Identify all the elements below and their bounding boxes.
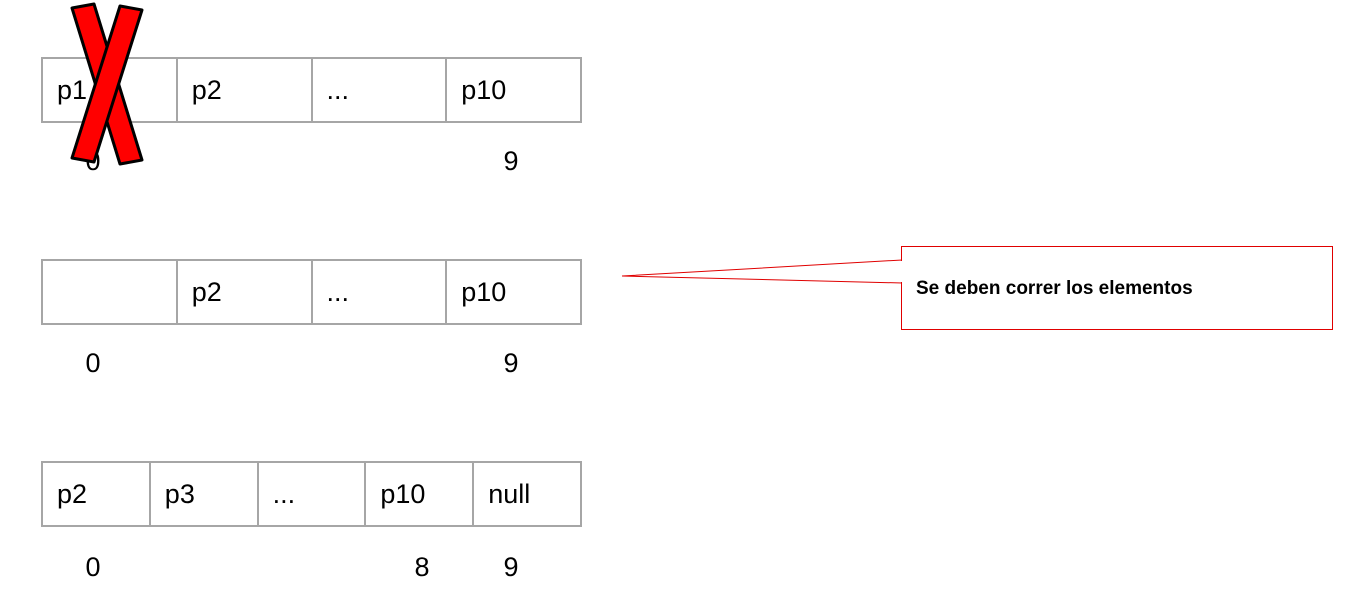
array-cell: p2 — [43, 463, 151, 525]
array-index: 0 — [85, 348, 101, 378]
array-cell: p10 — [366, 463, 475, 525]
delete-cross-icon — [70, 2, 144, 166]
array-cell: ... — [259, 463, 367, 525]
array-cell: p1 — [43, 59, 178, 121]
array-cell: p10 — [461, 277, 507, 307]
array-row-3: p2 p3 ... p10 null — [41, 461, 582, 527]
array-cell: p10 — [461, 75, 507, 105]
array-cell: p2 — [178, 261, 313, 323]
array-index: 9 — [503, 348, 519, 378]
array-cell: null — [488, 479, 531, 509]
array-cell: p2 — [178, 59, 313, 121]
callout-text: Se deben correr los elementos — [916, 278, 1193, 299]
callout-box: Se deben correr los elementos — [901, 246, 1333, 330]
array-cell: p3 — [151, 463, 259, 525]
array-cell: ... — [313, 261, 448, 323]
array-index: 9 — [503, 552, 519, 582]
array-index: 8 — [414, 552, 430, 582]
array-index: 9 — [503, 146, 519, 176]
array-row-2: p2 ... p10 — [41, 259, 582, 325]
array-index: 0 — [85, 552, 101, 582]
callout-seam — [901, 261, 903, 282]
array-cell: ... — [313, 59, 448, 121]
array-row-1: p1 p2 ... p10 — [41, 57, 582, 123]
array-cell-empty — [43, 261, 178, 323]
